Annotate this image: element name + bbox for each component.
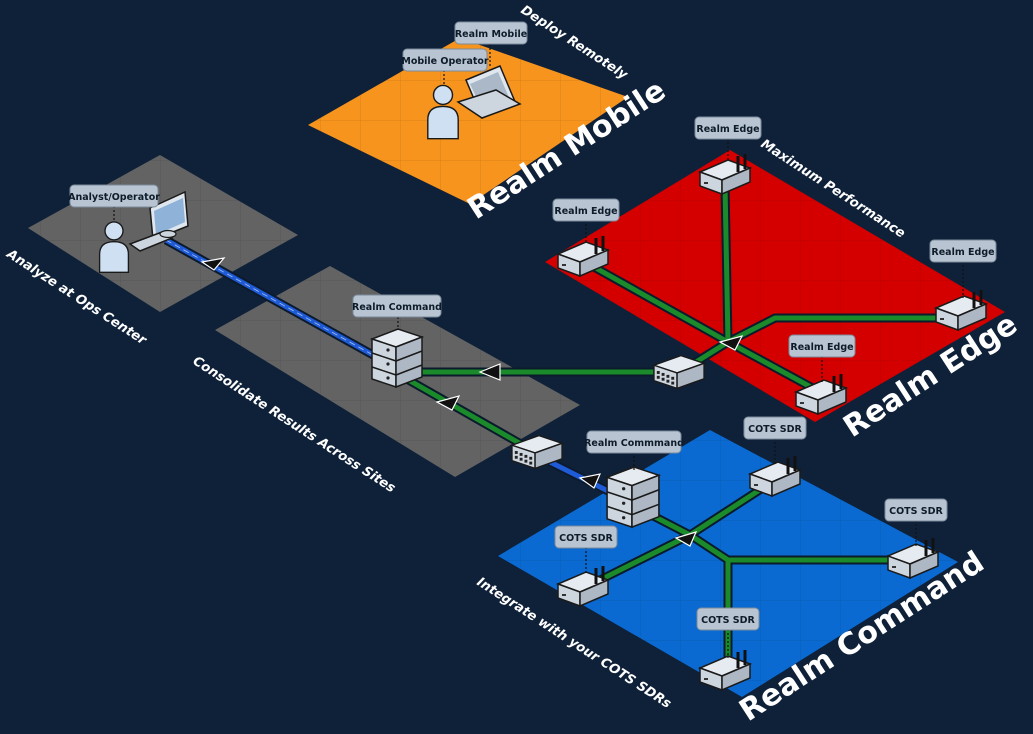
tag-analyst-operator: Analyst/Operator	[68, 184, 160, 220]
arrow-icon	[200, 257, 226, 271]
tag-realm-command-site: Realm Commmand	[584, 430, 684, 470]
tag-realm-mobile: Realm Mobile	[454, 21, 528, 66]
tag-cots-sdr-right: COTS SDR	[884, 498, 948, 546]
arrow-icon	[435, 395, 461, 411]
tag-realm-edge-left: Realm Edge	[552, 198, 620, 244]
arrow-icon	[478, 363, 501, 381]
svg-text:Realm Edge: Realm Edge	[696, 124, 759, 135]
analyst-workstation	[98, 190, 189, 274]
svg-text:Realm Edge: Realm Edge	[931, 247, 994, 258]
tag-cots-sdr-top: COTS SDR	[743, 416, 807, 464]
edge-switch-icon	[653, 354, 705, 390]
svg-text:COTS SDR: COTS SDR	[889, 506, 943, 517]
svg-text:Realm Mobile: Realm Mobile	[455, 29, 527, 40]
realm-command-site-server-icon	[606, 466, 660, 528]
svg-text:COTS SDR: COTS SDR	[559, 533, 613, 544]
svg-text:COTS SDR: COTS SDR	[748, 424, 802, 435]
svg-text:Realm Edge: Realm Edge	[790, 342, 853, 353]
svg-text:Analyst/Operator: Analyst/Operator	[68, 192, 160, 203]
arrow-icon	[578, 473, 602, 489]
tag-cots-sdr-bottom: COTS SDR	[696, 607, 760, 658]
realm-command-server-icon	[371, 328, 423, 388]
tag-realm-command-center: Realm Command	[352, 294, 442, 330]
tag-mobile-operator: Mobile Operator	[401, 48, 489, 84]
arrow-icon	[674, 531, 698, 547]
tag-realm-edge-bottom: Realm Edge	[788, 334, 856, 382]
tag-realm-edge-right: Realm Edge	[929, 239, 997, 298]
svg-text:Realm Commmand: Realm Commmand	[584, 438, 684, 449]
tag-realm-edge-top: Realm Edge	[694, 116, 762, 162]
flow-arrows	[200, 257, 744, 547]
svg-text:COTS SDR: COTS SDR	[701, 615, 755, 626]
svg-text:Realm Edge: Realm Edge	[554, 206, 617, 217]
realm-mobile-platform	[308, 38, 628, 204]
mobile-operator	[427, 65, 522, 140]
blue-link-ops	[163, 236, 385, 364]
tag-cots-sdr-left: COTS SDR	[554, 525, 618, 574]
svg-text:Realm Command: Realm Command	[352, 302, 442, 313]
arrow-icon	[718, 335, 744, 351]
svg-text:Mobile Operator: Mobile Operator	[401, 56, 489, 67]
realm-edge-platform	[545, 150, 1005, 422]
